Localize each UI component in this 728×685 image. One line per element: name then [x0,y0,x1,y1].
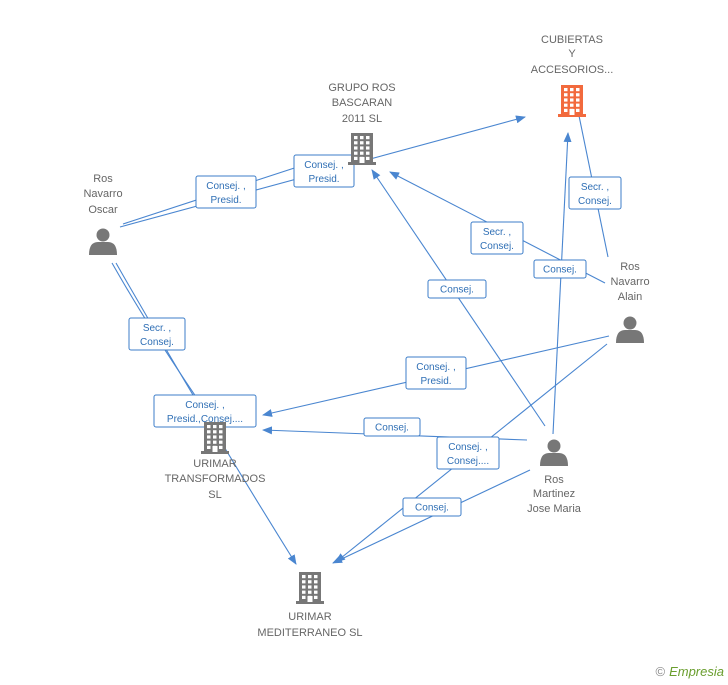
edge-label-e9[interactable]: Consej. [363,417,421,437]
edge-label-text: Consej. [578,196,612,207]
brand-name[interactable]: Empresia [669,664,724,679]
edge-label-box [470,221,524,255]
node-label-line: Ros [93,173,113,185]
node-grupo[interactable]: GRUPO ROS BASCARAN 2011 SL [328,82,396,165]
edge-label-text: Presid.,Consej.... [167,414,243,425]
edge-label-text: Consej.... [447,456,489,467]
node-label-line: Jose Maria [527,503,582,515]
edge-label-e6[interactable]: Consej. [533,259,587,279]
node-label-line: GRUPO ROS [328,82,395,94]
edge-labels: Consej. , Presid. Consej. , Presid. Secr. , C… [128,154,622,517]
highlighted-company-icon[interactable] [558,85,586,117]
node-label-line: CUBIERTAS [541,34,603,46]
edge-label-box [533,259,587,279]
edge-label-text: Presid. [308,174,339,185]
edge-label-box [427,279,487,299]
person-icon[interactable] [616,316,644,344]
node-label-line: Y [568,48,576,60]
node-label-line: SL [208,489,221,501]
node-label-line: Navarro [83,188,122,200]
edge-label-text: Presid. [210,195,241,206]
edge-label-box [363,417,421,437]
edge-label-e4[interactable]: Secr. , Consej. [470,221,524,255]
node-label-line: Martinez [533,488,575,500]
edge-jm-cubiertas [552,132,572,435]
edge-label-text: Consej. [543,265,577,276]
node-label-line: URIMAR [193,458,236,470]
person-icon[interactable] [89,228,117,256]
company-building-icon[interactable] [296,572,324,604]
node-label-line: Ros [544,474,564,486]
node-label-line: MEDITERRANEO SL [257,627,362,639]
node-label-line: BASCARAN [332,97,393,109]
edge-label-e7[interactable]: Consej. , Presid. [405,356,467,390]
node-label-line: Navarro [610,276,649,288]
edge-label-text: Consej. [140,337,174,348]
edge-label-text: Consej. [415,503,449,514]
node-label-line: Ros [620,261,640,273]
edge-label-box [436,436,500,470]
edge-label-e11[interactable]: Consej. [402,497,462,517]
copyright-symbol: © [655,664,666,679]
edge-label-text: Consej. [375,423,409,434]
copyright-footer: ©Empresia [655,664,724,679]
edge-label-box [293,154,355,188]
node-label-line: ACCESORIOS... [531,64,614,76]
person-icon[interactable] [540,439,568,467]
edge-label-box [195,175,257,209]
edge-label-box [405,356,467,390]
edge-label-text: Consej. , [304,160,343,171]
edge-label-text: Consej. , [206,181,245,192]
edge-label-e2[interactable]: Consej. , Presid. [293,154,355,188]
edge-label-text: Secr. , [483,227,511,238]
nodes: CUBIERTAS Y ACCESORIOS... GRUPO ROS BASCARAN… [83,34,649,639]
edge-label-e1[interactable]: Consej. , Presid. [195,175,257,209]
node-mediterraneo[interactable]: URIMAR MEDITERRANEO SL [257,572,363,639]
edge-label-e5[interactable]: Consej. [427,279,487,299]
node-label-line: URIMAR [288,611,331,623]
edge-label-e3[interactable]: Secr. , Consej. [568,176,622,210]
node-label-line: TRANSFORMADOS [165,473,266,485]
edge-label-text: Consej. , [416,362,455,373]
edge-label-box [128,317,186,351]
edge-label-text: Consej. [480,241,514,252]
edge-label-e12[interactable]: Secr. , Consej. [128,317,186,351]
edge-label-text: Secr. , [581,182,609,193]
company-building-icon[interactable] [348,133,376,165]
edge-label-text: Consej. [440,285,474,296]
node-label-line: 2011 SL [342,113,382,125]
node-transformados[interactable]: URIMAR TRANSFORMADOS SL [165,422,266,501]
edge-label-text: Consej. , [448,442,487,453]
company-building-icon[interactable] [201,422,229,454]
node-label-line: Oscar [88,204,118,216]
edge-label-e10[interactable]: Consej. , Consej.... [436,436,500,470]
edge-label-text: Presid. [420,376,451,387]
node-cubiertas[interactable]: CUBIERTAS Y ACCESORIOS... [531,34,614,117]
edge-label-box [568,176,622,210]
edge-label-text: Consej. , [185,400,224,411]
node-label-line: Alain [618,291,642,303]
edge-label-box [402,497,462,517]
edge-label-text: Secr. , [143,323,171,334]
edge-label-e8[interactable]: Consej. , Presid.,Consej.... [153,394,257,428]
